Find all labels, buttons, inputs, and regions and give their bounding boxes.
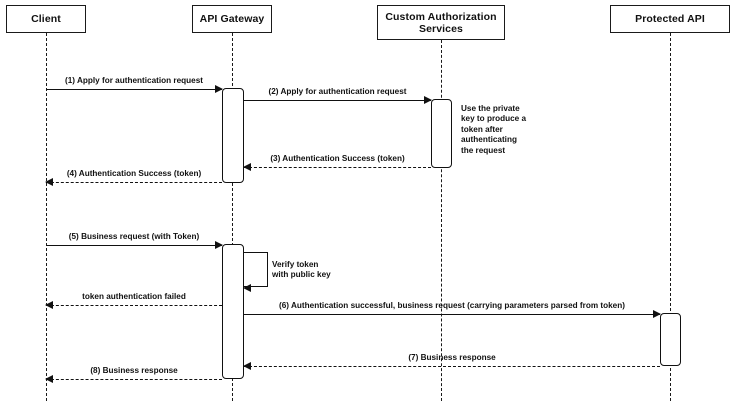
participant-client[interactable]: Client [6,5,86,33]
message-4-label: (4) Authentication Success (token) [66,169,202,178]
lifeline-protected [670,33,671,401]
message-6-label: (6) Authentication successful, business … [279,301,625,310]
participant-protected[interactable]: Protected API [610,5,730,33]
self-message-top-line [244,252,268,253]
participant-gateway[interactable]: API Gateway [192,5,272,33]
arrowhead-right-icon [653,309,661,318]
message-5-label: (5) Business request (with Token) [68,232,200,241]
arrowhead-left-icon [243,283,251,292]
self-message-side-line [267,252,268,287]
message-3-line [244,167,431,168]
note-private-key: Use the private key to produce a token a… [461,104,527,155]
lifeline-gateway [232,33,233,401]
participant-label-gateway: API Gateway [199,13,265,25]
arrowhead-right-icon [215,240,223,249]
message-2-line [244,100,431,101]
arrowhead-right-icon [424,95,432,104]
message-2-label: (2) Apply for authentication request [268,87,407,96]
arrowhead-left-icon [243,361,251,370]
message-4-line [46,182,222,183]
arrowhead-left-icon [45,177,53,186]
activation-gateway-business [222,244,244,379]
message-3-label: (3) Authentication Success (token) [270,154,405,163]
activation-gateway-auth [222,88,244,183]
message-6-line [244,314,660,315]
message-7-label: (7) Business response [408,353,496,362]
participant-authsvc[interactable]: Custom Authorization Services [377,5,505,40]
participant-label-client: Client [31,13,61,25]
self-message-bottom-line [244,286,268,287]
arrowhead-left-icon [45,374,53,383]
arrowhead-left-icon [45,300,53,309]
message-token-auth-failed-line [46,305,222,306]
lifeline-client [46,33,47,401]
self-message-verify-token[interactable] [243,252,268,292]
message-8-line [46,379,222,380]
message-1-line [46,89,222,90]
message-5-line [46,245,222,246]
message-7-line [244,366,660,367]
message-1-label: (1) Apply for authentication request [65,76,203,85]
arrowhead-right-icon [215,84,223,93]
arrowhead-left-icon [243,162,251,171]
self-message-verify-token-label: Verify token with public key [272,260,331,280]
activation-protected [660,313,681,366]
lifeline-authsvc [441,40,442,401]
participant-label-authsvc: Custom Authorization Services [385,10,497,35]
participant-label-protected: Protected API [635,13,705,25]
message-8-label: (8) Business response [90,366,178,375]
message-token-auth-failed-label: token authentication failed [82,292,186,301]
activation-authsvc [431,99,452,168]
